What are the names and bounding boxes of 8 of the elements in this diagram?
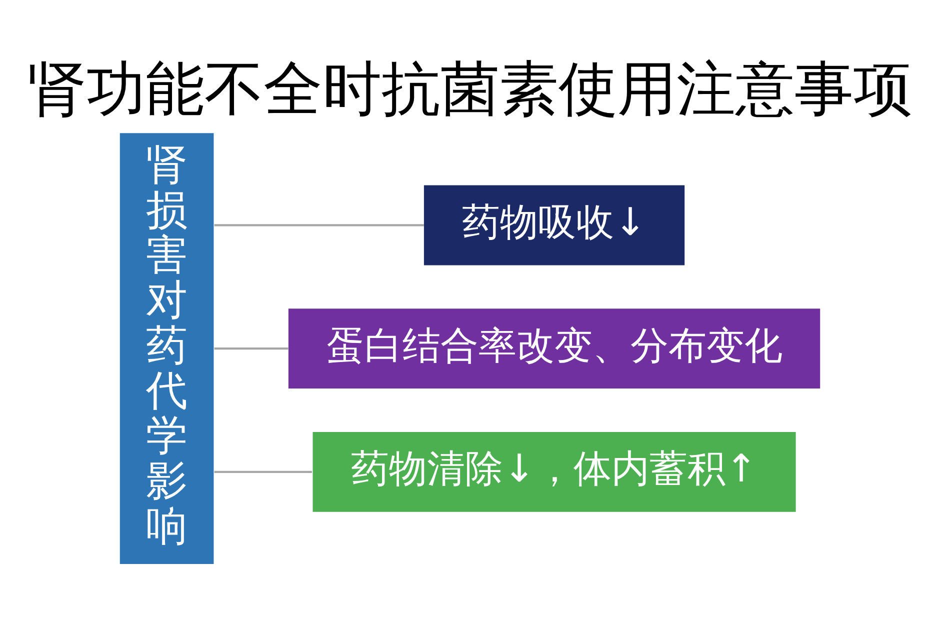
connector bbox=[214, 347, 288, 350]
node-box: 药物清除↓，体内蓄积↑ bbox=[312, 432, 796, 512]
diagram-title: 肾功能不全时抗菌素使用注意事项 bbox=[28, 54, 912, 123]
node-box: 肾损害对药代学影响 bbox=[120, 132, 214, 564]
node-box: 蛋白结合率改变、分布变化 bbox=[288, 308, 820, 388]
connector bbox=[214, 224, 424, 226]
connector bbox=[214, 470, 312, 472]
node-box: 药物吸收↓ bbox=[424, 184, 685, 265]
